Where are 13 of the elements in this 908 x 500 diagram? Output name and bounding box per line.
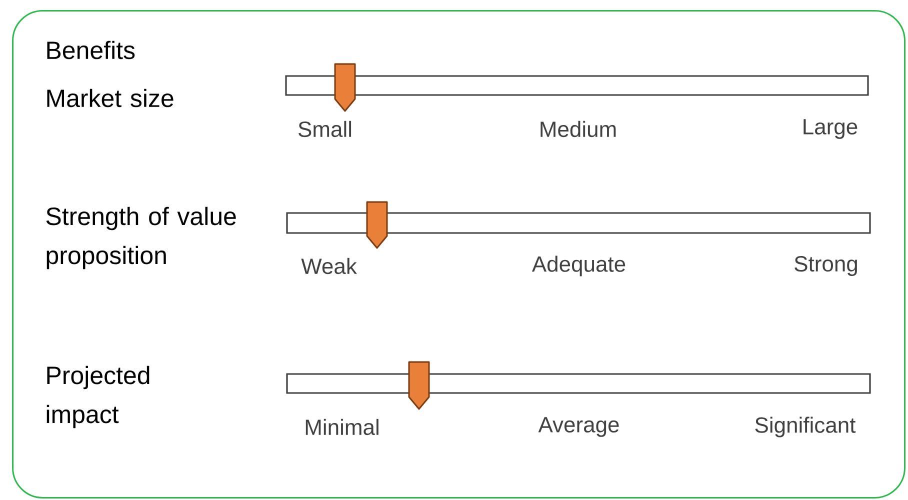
scale-label: Average (538, 417, 619, 437)
row-label: Market size (47, 88, 174, 108)
scale-label: Weak (301, 258, 357, 274)
scale-label: Significant (755, 416, 856, 438)
scale-label: Medium (540, 120, 616, 138)
scale-label: Minimal (306, 418, 378, 436)
panel-heading: Benefits (47, 40, 135, 60)
row-label: Strength of value proposition (46, 206, 236, 270)
row-label: Projected impact (46, 366, 150, 428)
scale-label: Adequate (532, 256, 626, 276)
scale-label: Small (298, 120, 352, 138)
scale-label: Large (804, 119, 858, 139)
scale-label: Strong (794, 256, 857, 276)
